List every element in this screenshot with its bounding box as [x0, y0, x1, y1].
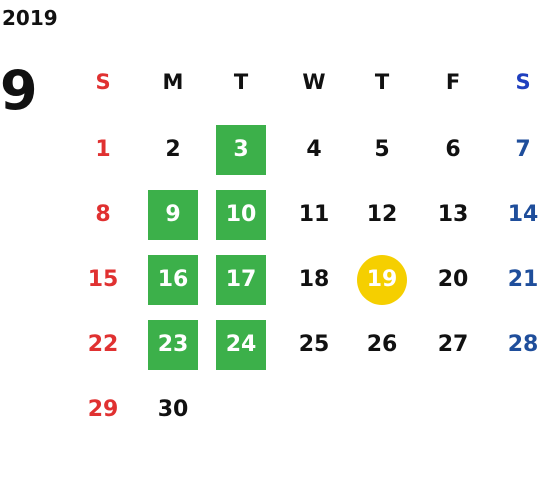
day-cell[interactable]: 12 [366, 202, 398, 227]
day-cell[interactable]: 26 [366, 332, 398, 357]
weekday-sun: S [95, 70, 111, 94]
day-cell[interactable]: 16 [148, 255, 198, 305]
day-cell-today[interactable]: 19 [357, 255, 407, 305]
day-cell[interactable]: 8 [95, 202, 111, 227]
day-cell[interactable]: 15 [87, 267, 119, 292]
day-cell[interactable]: 13 [437, 202, 469, 227]
day-cell[interactable]: 29 [87, 397, 119, 422]
day-cell[interactable]: 7 [515, 137, 531, 162]
day-cell[interactable]: 17 [216, 255, 266, 305]
day-cell[interactable]: 22 [87, 332, 119, 357]
day-cell[interactable]: 11 [298, 202, 330, 227]
year-label: 2019 [2, 6, 58, 30]
month-number: 9 [0, 59, 38, 122]
day-cell[interactable]: 27 [437, 332, 469, 357]
day-cell[interactable]: 23 [148, 320, 198, 370]
day-cell[interactable]: 30 [157, 397, 189, 422]
day-cell[interactable]: 9 [148, 190, 198, 240]
weekday-thu: T [374, 70, 390, 94]
day-cell[interactable]: 5 [374, 137, 390, 162]
day-cell[interactable]: 6 [445, 137, 461, 162]
day-cell[interactable]: 28 [507, 332, 539, 357]
weekday-mon: M [162, 70, 184, 94]
weekday-tue: T [233, 70, 249, 94]
weekday-fri: F [445, 70, 461, 94]
weekday-sat: S [515, 70, 531, 94]
day-cell[interactable]: 18 [298, 267, 330, 292]
day-cell[interactable]: 25 [298, 332, 330, 357]
day-cell[interactable]: 3 [216, 125, 266, 175]
weekday-wed: W [302, 70, 326, 94]
day-cell[interactable]: 10 [216, 190, 266, 240]
day-cell[interactable]: 20 [437, 267, 469, 292]
day-cell[interactable]: 24 [216, 320, 266, 370]
day-cell[interactable]: 4 [306, 137, 322, 162]
day-cell[interactable]: 1 [95, 137, 111, 162]
day-cell[interactable]: 21 [507, 267, 539, 292]
day-cell[interactable]: 14 [507, 202, 539, 227]
day-cell[interactable]: 2 [165, 137, 181, 162]
